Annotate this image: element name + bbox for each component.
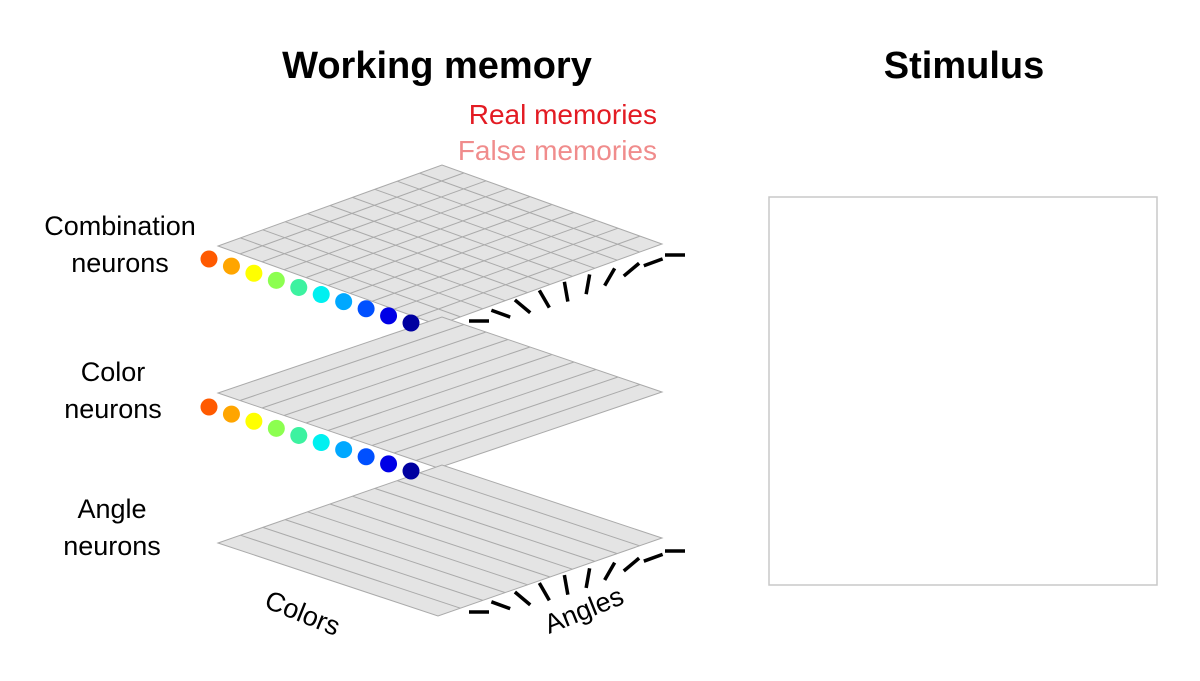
color-neuron-dot [245, 412, 263, 430]
angle-plane-angle-gridline [397, 480, 618, 555]
angle-neurons-plane [216, 464, 664, 617]
combination-angle-mark [584, 274, 592, 295]
color-plane-color-gridline [305, 346, 531, 424]
combination-color-dot [290, 278, 308, 296]
angle-neuron-mark [490, 600, 511, 611]
color-neurons-plane [216, 316, 664, 469]
combination-plane-angle-gridline [419, 172, 640, 253]
color-neuron-dot [312, 434, 330, 452]
combination-angle-mark [622, 261, 641, 278]
combination-angle-mark [490, 308, 511, 319]
combination-angle-mark [513, 298, 532, 315]
combination-angle-mark [643, 257, 664, 268]
stimulus-panel [768, 196, 1158, 586]
color-plane-color-gridline [283, 339, 509, 416]
combination-color-dot [312, 286, 330, 304]
angle-plane-angle-gridline [352, 495, 573, 570]
combination-neurons-plane [216, 164, 664, 326]
combination-color-dot [335, 293, 353, 311]
combination-plane-angle-gridline [397, 180, 618, 261]
combination-angle-mark [562, 281, 570, 302]
angle-neuron-mark [643, 552, 664, 563]
color-plane-color-gridline [415, 384, 641, 461]
color-neuron-dot [380, 455, 398, 473]
combination-angle-mark [603, 267, 617, 287]
angle-plane-angle-gridline [419, 472, 640, 547]
combination-color-dot [267, 271, 285, 289]
combination-color-dot [402, 314, 420, 332]
legend-real-memories: Real memories [469, 99, 657, 130]
combination-color-dot [245, 264, 263, 282]
combination-plane-angle-gridline [374, 188, 595, 269]
angle-neuron-mark [513, 590, 532, 607]
working-memory-title: Working memory [282, 45, 592, 87]
angle-plane-angle-gridline [374, 487, 595, 562]
color-neuron-dots [200, 398, 420, 480]
color-neuron-dot [335, 441, 353, 459]
legend-false-memories: False memories [458, 135, 657, 166]
angle-neuron-mark [562, 574, 570, 596]
combination-plane-color-gridline [349, 211, 575, 294]
color-neurons-label-line1: Color [81, 357, 146, 387]
combination-neurons-label-line2: neurons [71, 248, 169, 278]
color-neuron-dot [290, 426, 308, 444]
color-neurons-label-line2: neurons [64, 394, 162, 424]
color-plane-color-gridline [393, 376, 619, 454]
stimulus-title: Stimulus [884, 45, 1044, 87]
angle-neuron-marks [469, 549, 685, 614]
angle-plane-angle-gridline [307, 511, 528, 586]
combination-color-dots [200, 250, 420, 332]
angle-neuron-mark [603, 561, 617, 581]
combination-neurons-label-line1: Combination [44, 211, 196, 241]
color-plane-color-gridline [371, 369, 597, 446]
combination-plane-color-gridline [371, 219, 597, 302]
color-plane-color-gridline [327, 354, 553, 431]
angle-plane-angle-gridline [329, 503, 551, 578]
angle-plane-angle-gridline [240, 534, 461, 609]
combination-plane-color-gridline [415, 235, 641, 318]
color-neuron-dot [200, 398, 218, 416]
color-plane-color-gridline [261, 331, 487, 409]
color-plane-color-gridline [239, 324, 465, 401]
angle-neuron-mark [622, 556, 641, 573]
combination-plane-color-gridline [393, 227, 619, 310]
angle-plane-angle-gridline [285, 519, 506, 594]
combination-color-dot [222, 257, 240, 275]
combination-plane-angle-gridline [329, 205, 551, 285]
colors-axis-label: Colors [261, 585, 345, 642]
combination-color-dot [200, 250, 218, 268]
combination-angle-marks [469, 253, 685, 323]
color-neuron-dot [402, 462, 420, 480]
color-plane-color-gridline [349, 361, 575, 439]
combination-color-dot [357, 300, 375, 318]
combination-plane-angle-gridline [352, 196, 573, 277]
color-neuron-dot [267, 419, 285, 437]
angle-neuron-mark [537, 582, 551, 602]
combination-angle-mark [537, 289, 551, 309]
color-neuron-dot [222, 405, 240, 423]
angles-axis-label: Angles [540, 581, 628, 640]
angle-neuron-mark [584, 567, 592, 589]
combination-color-dot [380, 307, 398, 325]
angle-neurons-label-line2: neurons [63, 531, 161, 561]
color-neuron-dot [357, 448, 375, 466]
angle-plane-angle-gridline [262, 526, 483, 601]
angle-neurons-label-line1: Angle [77, 494, 146, 524]
